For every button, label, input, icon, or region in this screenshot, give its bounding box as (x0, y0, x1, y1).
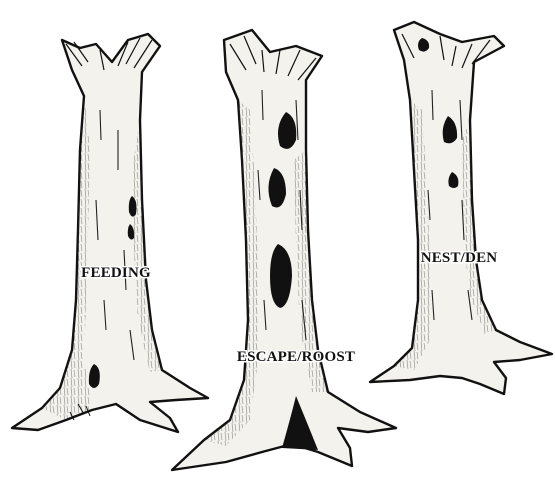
label-nest-den: NEST/DEN (421, 250, 498, 266)
feeding-tree (12, 34, 208, 432)
nest-den-tree-trunk (370, 22, 552, 394)
escape-roost-tree (172, 30, 396, 470)
nest-den-tree (370, 22, 552, 394)
feeding-tree-trunk (12, 34, 208, 432)
label-escape-roost: ESCAPE/ROOST (237, 349, 355, 365)
label-feeding: FEEDING (81, 265, 151, 281)
